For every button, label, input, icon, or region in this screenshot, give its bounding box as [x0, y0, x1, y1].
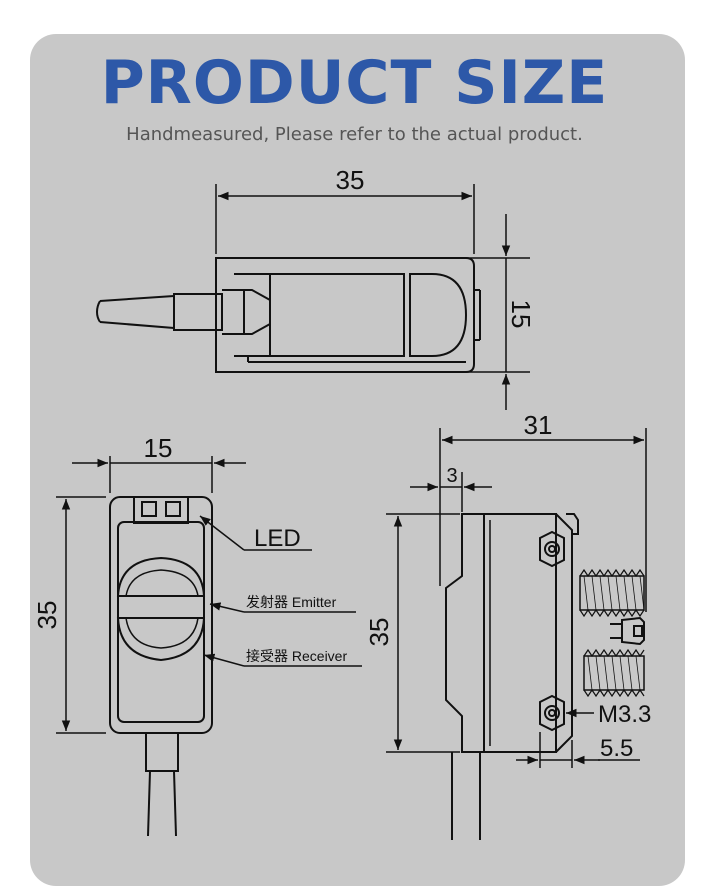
front-view-cable	[145, 732, 179, 837]
receiver-label: 接受器 Receiver	[246, 648, 347, 664]
front-height-label: 35	[32, 601, 62, 630]
led-window	[133, 496, 189, 524]
side-height-label: 35	[364, 618, 394, 647]
side-length-label: 31	[524, 410, 553, 440]
upper-nut	[539, 530, 565, 568]
page-subtitle: Handmeasured, Please refer to the actual…	[126, 124, 583, 145]
lower-nut	[539, 694, 565, 732]
content-card	[30, 34, 685, 886]
page-title: PRODUCT SIZE	[100, 48, 609, 118]
front-view	[56, 456, 362, 837]
top-view	[96, 184, 530, 410]
side-offset-label: 3	[446, 465, 457, 487]
lower-thread	[583, 648, 645, 698]
receiver-lens	[116, 617, 206, 662]
side-view	[386, 428, 647, 840]
spacing-label: 5.5	[600, 735, 633, 762]
front-view-housing	[109, 496, 213, 734]
upper-thread	[579, 568, 645, 618]
emitter-label: 发射器 Emitter	[246, 594, 337, 610]
side-view-body	[445, 513, 485, 753]
top-width-label: 35	[336, 165, 365, 195]
thread-label: M3.3	[598, 701, 651, 728]
top-view-lens-dome	[409, 273, 468, 357]
top-view-cable	[96, 293, 223, 331]
front-width-label: 15	[144, 433, 173, 463]
top-height-label: 15	[506, 300, 536, 329]
emitter-lens	[116, 556, 206, 597]
led-label: LED	[254, 525, 301, 552]
